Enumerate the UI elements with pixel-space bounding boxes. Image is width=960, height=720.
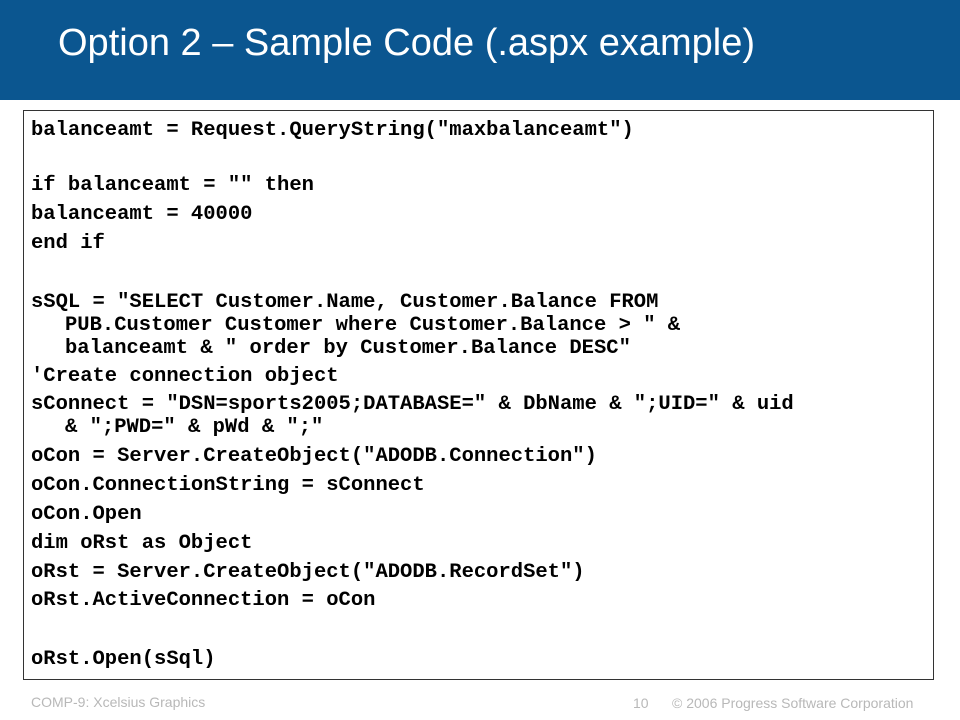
code-line: oCon = Server.CreateObject("ADODB.Connec…	[31, 445, 597, 468]
code-line-continuation: & ";PWD=" & pWd & ";"	[65, 416, 324, 439]
code-line: oRst = Server.CreateObject("ADODB.Record…	[31, 561, 585, 584]
code-line: oRst.Open(sSql)	[31, 648, 216, 671]
footer-session-label: COMP-9: Xcelsius Graphics	[31, 694, 206, 710]
code-line: sSQL = "SELECT Customer.Name, Customer.B…	[31, 291, 659, 314]
code-line: end if	[31, 232, 105, 255]
code-line-continuation: PUB.Customer Customer where Customer.Bal…	[65, 314, 681, 337]
title-bar: Option 2 – Sample Code (.aspx example)	[0, 0, 960, 100]
code-line: if balanceamt = "" then	[31, 174, 314, 197]
code-line: oCon.Open	[31, 503, 142, 526]
code-line: balanceamt = 40000	[31, 203, 253, 226]
code-block: balanceamt = Request.QueryString("maxbal…	[23, 110, 934, 680]
code-line: oRst.ActiveConnection = oCon	[31, 589, 376, 612]
slide-title: Option 2 – Sample Code (.aspx example)	[58, 22, 756, 64]
footer-page-number: 10	[633, 695, 649, 711]
code-line: dim oRst as Object	[31, 532, 253, 555]
footer-copyright: © 2006 Progress Software Corporation	[672, 695, 914, 711]
code-line-continuation: balanceamt & " order by Customer.Balance…	[65, 337, 631, 360]
code-line: oCon.ConnectionString = sConnect	[31, 474, 425, 497]
code-comment-line: 'Create connection object	[31, 365, 339, 388]
code-line: sConnect = "DSN=sports2005;DATABASE=" & …	[31, 393, 794, 416]
code-line: balanceamt = Request.QueryString("maxbal…	[31, 119, 634, 142]
